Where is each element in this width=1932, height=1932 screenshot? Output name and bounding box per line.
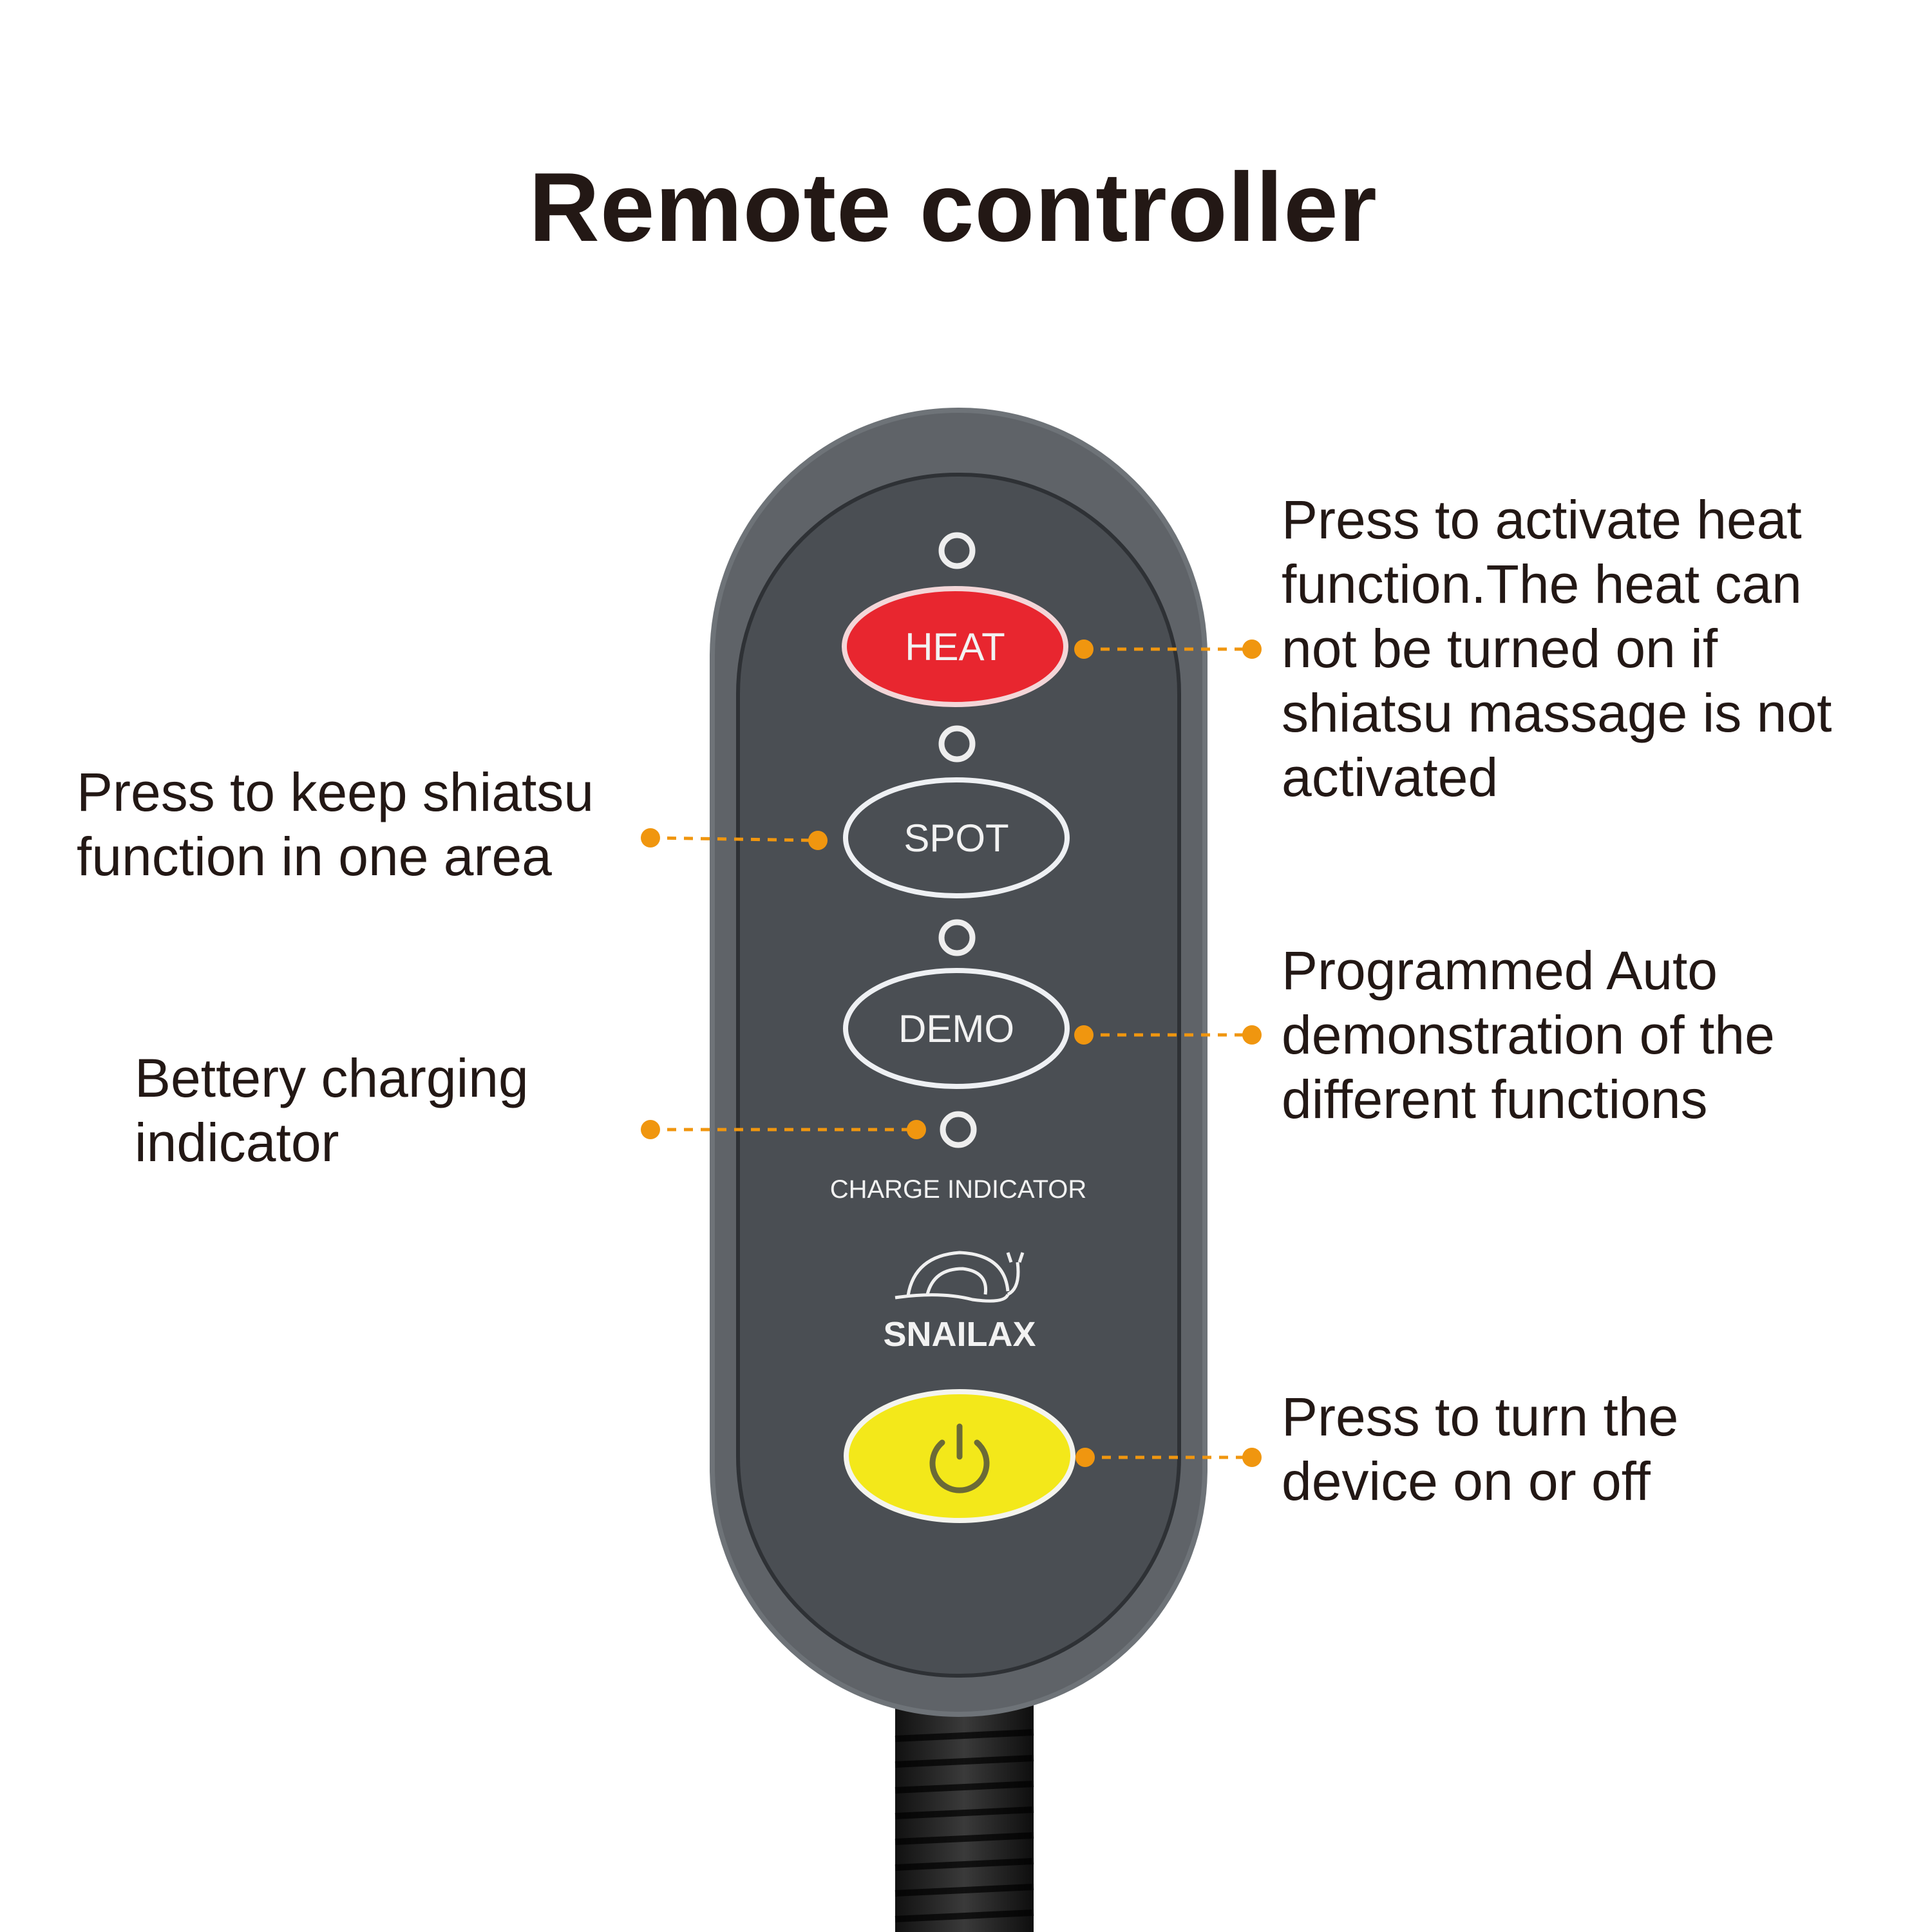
- annotation-line: demonstration of the: [1282, 1005, 1775, 1065]
- spot-annotation: Press to keep shiatsu function in one ar…: [77, 760, 594, 889]
- annotation-line: function in one area: [77, 826, 552, 887]
- demo-button-label: DEMO: [898, 1007, 1014, 1050]
- annotation-line: activated: [1282, 747, 1499, 808]
- annotation-line: different functions: [1282, 1069, 1708, 1130]
- heat-led: [938, 532, 976, 569]
- annotation-line: Press to keep shiatsu: [77, 762, 594, 822]
- annotation-line: Press to activate heat: [1282, 489, 1802, 550]
- annotation-line: device on or off: [1282, 1451, 1651, 1511]
- annotation-line: not be turned on if: [1282, 618, 1718, 679]
- power-button[interactable]: [844, 1389, 1075, 1523]
- annotation-line: Press to turn the: [1282, 1387, 1679, 1447]
- spot-button[interactable]: SPOT: [843, 777, 1070, 898]
- spot-button-label: SPOT: [904, 817, 1009, 860]
- charge-annotation: Bettery charging indicator: [135, 1046, 529, 1175]
- power-annotation: Press to turn the device on or off: [1282, 1385, 1678, 1513]
- annotation-line: Bettery charging: [135, 1048, 529, 1108]
- spot-led: [938, 725, 976, 762]
- cable: [895, 1674, 1034, 1932]
- remote-face: [736, 473, 1181, 1678]
- leader-dots: [641, 639, 1262, 1467]
- demo-button[interactable]: DEMO: [843, 968, 1070, 1089]
- demo-annotation: Programmed Auto demonstration of the dif…: [1282, 938, 1775, 1132]
- spot-leader: [650, 836, 819, 842]
- heat-button-label: HEAT: [905, 625, 1005, 668]
- annotation-line: indicator: [135, 1112, 339, 1173]
- heat-annotation: Press to activate heat function.The heat…: [1282, 488, 1832, 810]
- heat-button[interactable]: HEAT: [842, 586, 1068, 707]
- leader-lines: [650, 647, 1252, 1459]
- snail-logo-icon: [895, 1251, 1025, 1303]
- brand-name: SNAILAX: [883, 1315, 1036, 1354]
- annotation-line: shiatsu massage is not: [1282, 683, 1832, 743]
- annotation-line: function.The heat can: [1282, 554, 1802, 614]
- charge-indicator-led: [940, 1111, 977, 1148]
- page-title: Remote controller: [529, 153, 1378, 262]
- charge-indicator-label: CHARGE INDICATOR: [830, 1175, 1087, 1204]
- power-icon: [929, 1423, 990, 1493]
- annotation-line: Programmed Auto: [1282, 940, 1718, 1001]
- demo-led: [938, 919, 976, 956]
